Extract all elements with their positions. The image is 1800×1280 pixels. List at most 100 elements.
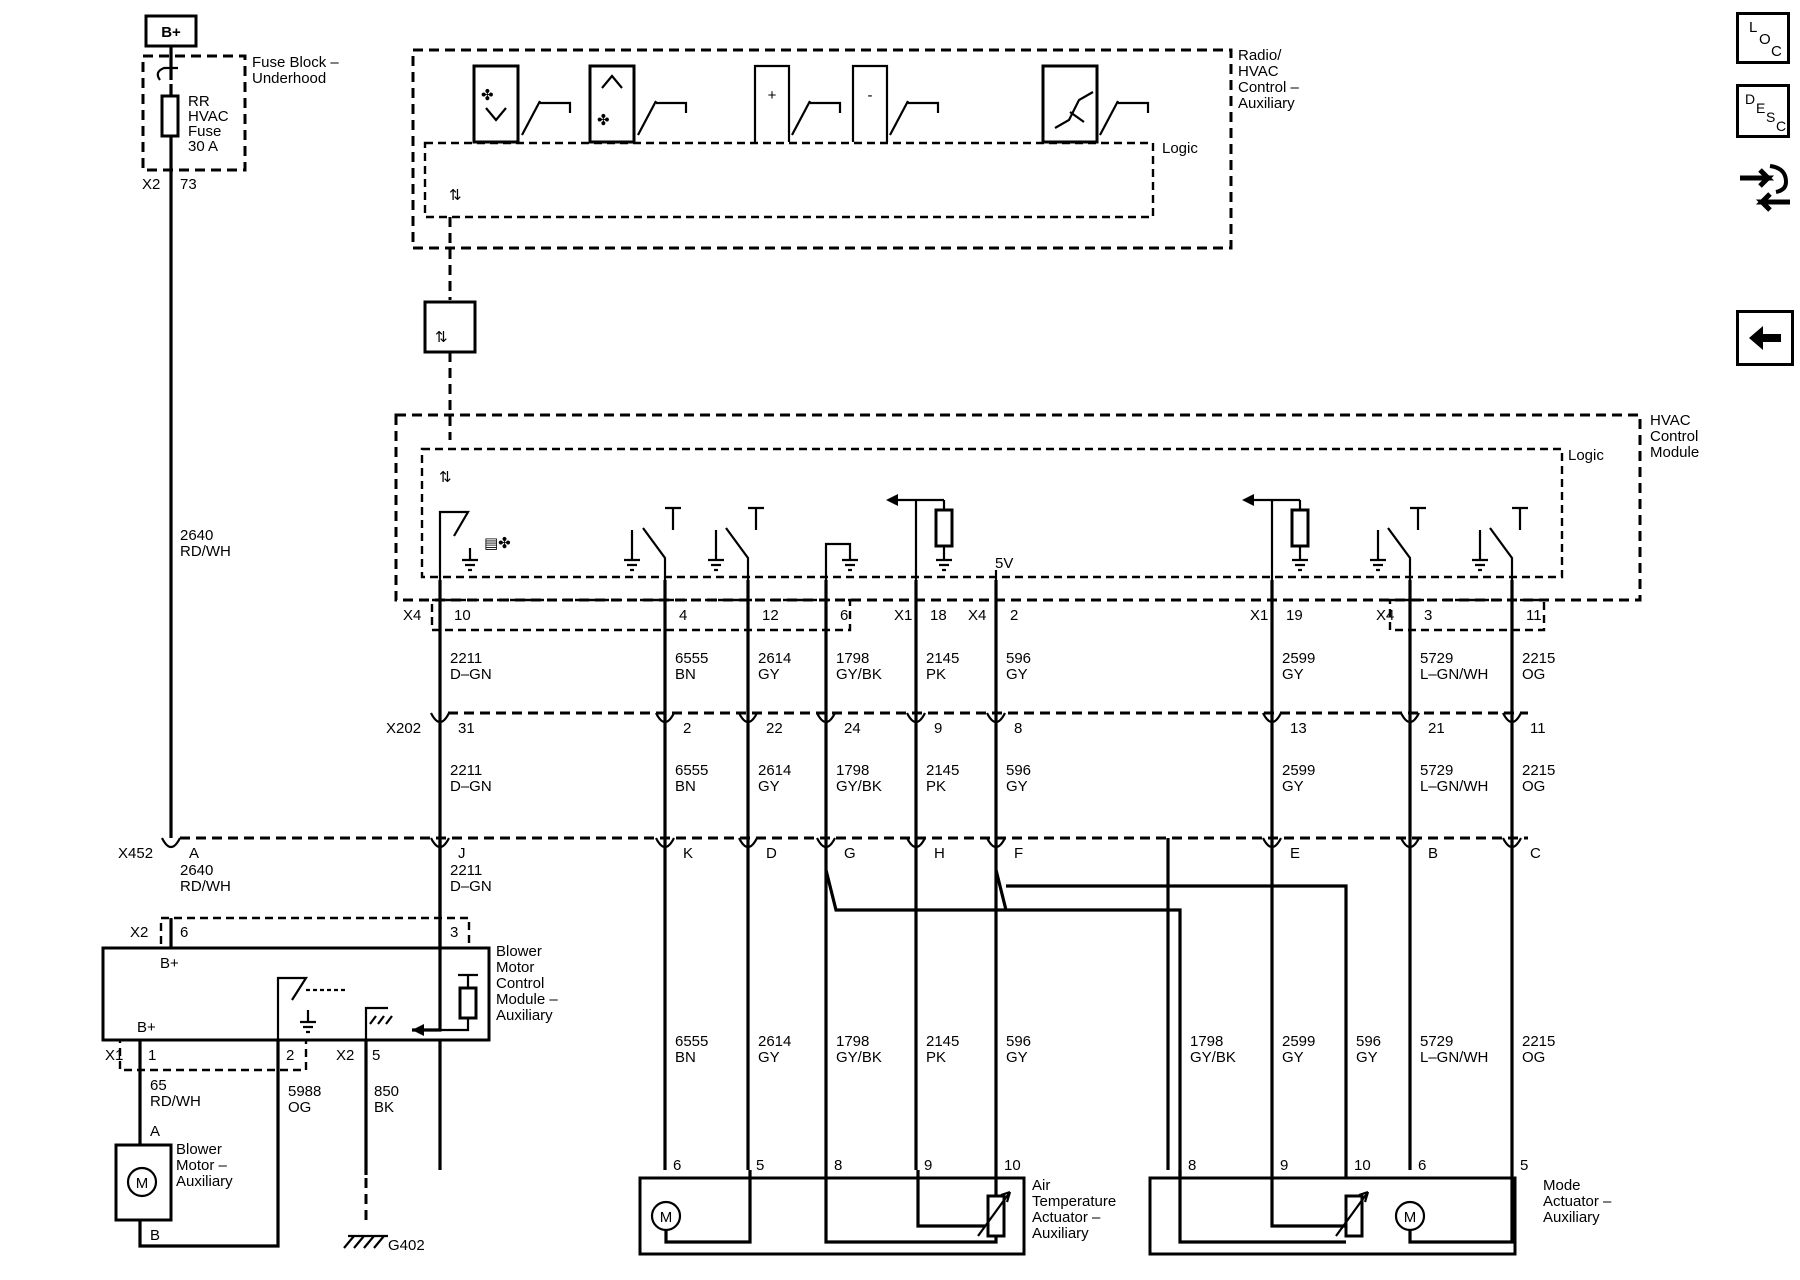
x1-label-b: X1 xyxy=(1250,607,1268,624)
hvac-pin-6: 6 xyxy=(840,607,848,624)
x452-pin-F: F xyxy=(1014,845,1023,862)
connector-cup xyxy=(816,837,836,849)
top-wire-color: D–GN xyxy=(450,666,492,683)
mid-wire-labels: 2211D–GN6555BN2614GY1798GY/BK2145PK596GY… xyxy=(450,762,1555,795)
actuator-wire-color: GY/BK xyxy=(1190,1049,1236,1066)
wire-65-num: 65 xyxy=(150,1077,167,1094)
blower-pin-3: 3 xyxy=(450,924,458,941)
mode-pin-5: 5 xyxy=(1520,1157,1528,1174)
connector-cup xyxy=(986,712,1006,724)
actuator-wire-color: GY xyxy=(1282,1049,1304,1066)
temp-plus-switch: + xyxy=(753,64,842,142)
mid-wire-num: 1798 xyxy=(836,762,869,779)
description-button[interactable]: D E S C xyxy=(1736,84,1790,138)
blower-pin-2: 2 xyxy=(286,1047,294,1064)
air-temp-label-3: Actuator – xyxy=(1032,1209,1101,1226)
wire-850-num: 850 xyxy=(374,1083,399,1100)
mid-wire-color: GY/BK xyxy=(836,778,882,795)
minus-icon: - xyxy=(868,87,873,104)
connector-cup xyxy=(986,837,1006,849)
resistor-18 xyxy=(934,508,954,548)
mode-pin-6: 6 xyxy=(1418,1157,1426,1174)
hvac-pin-19: 19 xyxy=(1286,607,1303,624)
actuator-wire-num: 2215 xyxy=(1522,1033,1555,1050)
mid-wire-color: BN xyxy=(675,778,696,795)
connector-cup xyxy=(1400,712,1420,724)
top-wire-num: 1798 xyxy=(836,650,869,667)
x4-label-b: X4 xyxy=(968,607,986,624)
hvac-label-1: HVAC xyxy=(1650,412,1691,429)
air-temp-pin-8: 8 xyxy=(834,1157,842,1174)
top-wire-color: GY xyxy=(1006,666,1028,683)
blower-bplus-bottom: B+ xyxy=(137,1019,156,1036)
mode-label-2: Actuator – xyxy=(1543,1193,1612,1210)
x452-pin-E: E xyxy=(1290,845,1300,862)
seat-mode-switch xyxy=(1041,64,1150,144)
x202-pin-2: 2 xyxy=(683,720,691,737)
fan-icon: ✤ xyxy=(481,87,494,104)
mid-wire-color: L–GN/WH xyxy=(1420,778,1488,795)
x202-pin-11: 11 xyxy=(1530,720,1546,737)
blower-motor-label-3: Auxiliary xyxy=(176,1173,233,1190)
hvac-pin-2: 2 xyxy=(1010,607,1018,624)
location-button[interactable]: L O C xyxy=(1736,12,1790,64)
x1-label-a: X1 xyxy=(894,607,912,624)
blower-motor-box xyxy=(114,1143,173,1222)
desc-letter-d: D xyxy=(1745,91,1756,107)
top-wire-color: GY/BK xyxy=(836,666,882,683)
actuator-wire-color: GY xyxy=(1356,1049,1378,1066)
wire-5988-num: 5988 xyxy=(288,1083,321,1100)
serial-data-glyph: ⇅ xyxy=(435,329,448,346)
plus-icon: + xyxy=(768,87,777,104)
blower-module-label-4: Module – xyxy=(496,991,558,1008)
serial-data-icon xyxy=(423,300,477,354)
mode-pin-9: 9 xyxy=(1280,1157,1288,1174)
mid-wire-num: 2211 xyxy=(450,762,482,779)
radio-logic-outline xyxy=(423,141,1155,219)
top-wire-color: GY xyxy=(758,666,780,683)
hvac-module-outline xyxy=(394,413,1642,602)
actuator-wire-color: L–GN/WH xyxy=(1420,1049,1488,1066)
top-wire-color: OG xyxy=(1522,666,1545,683)
mid-wire-color: D–GN xyxy=(450,778,492,795)
hvac-pin-3: 3 xyxy=(1424,607,1432,624)
mode-label-3: Auxiliary xyxy=(1543,1209,1600,1226)
temp-minus-switch: - xyxy=(851,64,940,142)
fuse-block-label-1: Fuse Block – xyxy=(252,54,339,71)
connector-cup xyxy=(906,837,926,849)
hvac-label-3: Module xyxy=(1650,444,1699,461)
mid-wire-color: GY xyxy=(1282,778,1304,795)
actuator-wire-color: BN xyxy=(675,1049,696,1066)
loc-letter-o: O xyxy=(1759,31,1771,48)
blower-x1-outline xyxy=(118,1038,308,1072)
air-temp-motor-m: M xyxy=(660,1209,673,1226)
wire-traces xyxy=(161,580,1522,1170)
air-temp-label-4: Auxiliary xyxy=(1032,1225,1089,1242)
fuse-label-3: Fuse xyxy=(188,123,221,140)
top-wire-num: 2599 xyxy=(1282,650,1315,667)
x4-label-c: X4 xyxy=(1376,607,1394,624)
wire-65-color: RD/WH xyxy=(150,1093,201,1110)
actuator-wire-labels: 6555BN2614GY1798GY/BK2145PK596GY1798GY/B… xyxy=(675,1033,1555,1066)
blower-motor-m: M xyxy=(136,1175,149,1192)
loc-letter-c: C xyxy=(1771,43,1782,60)
actuator-wire-color: GY/BK xyxy=(836,1049,882,1066)
blower-motor-pin-b: B xyxy=(150,1227,160,1244)
back-button[interactable] xyxy=(1736,310,1794,366)
fan-up-icon: ✤ xyxy=(597,112,610,129)
blower-x2-outline xyxy=(159,916,471,950)
fuse-block-outline xyxy=(141,54,247,172)
connector-cup xyxy=(161,837,181,849)
radio-label-1: Radio/ xyxy=(1238,47,1282,64)
loc-letter-l: L xyxy=(1749,19,1758,36)
actuator-wire-color: OG xyxy=(1522,1049,1545,1066)
wire-850-color: BK xyxy=(374,1099,394,1116)
connector-view-button[interactable] xyxy=(1736,158,1794,220)
mid-wire-color: GY xyxy=(1006,778,1028,795)
blower-x2-label: X2 xyxy=(130,924,148,941)
blower-pin-5: 5 xyxy=(372,1047,380,1064)
mode-motor-m: M xyxy=(1404,1209,1417,1226)
